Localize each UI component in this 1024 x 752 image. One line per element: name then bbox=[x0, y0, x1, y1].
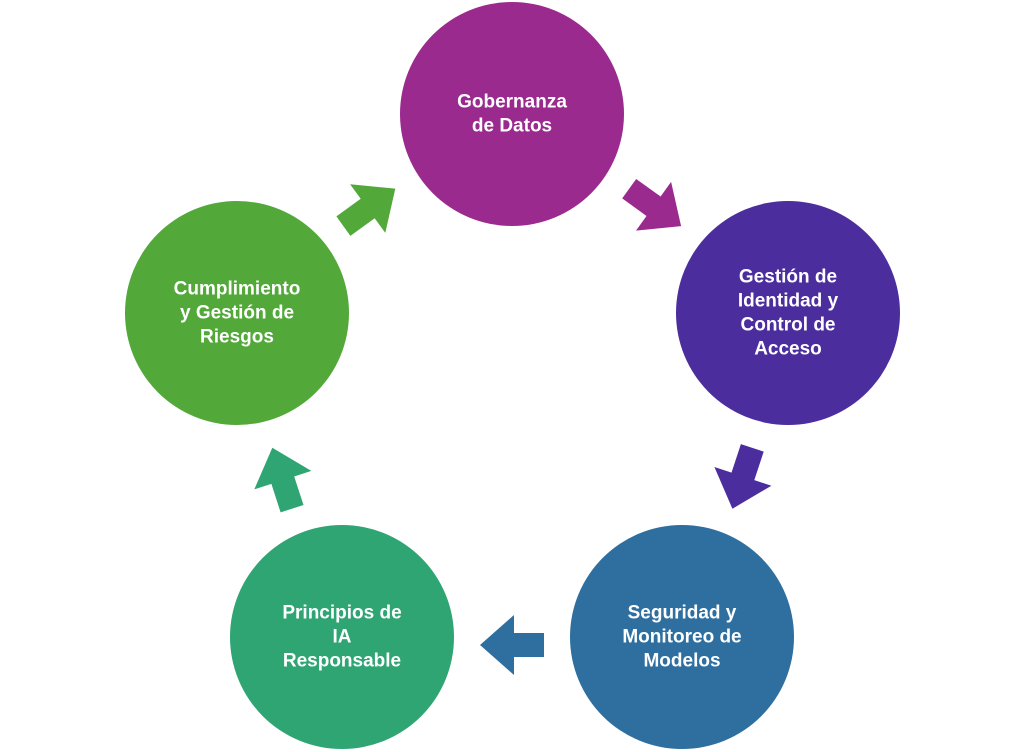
node-label-seguridad: Seguridad y bbox=[628, 603, 737, 624]
node-label-principios: IA bbox=[333, 627, 352, 648]
node-principios: Principios de IA Responsable bbox=[230, 525, 454, 749]
node-label-cumplimiento: Riesgos bbox=[200, 327, 274, 348]
node-circle-principios bbox=[230, 525, 454, 749]
node-label-principios: Responsable bbox=[283, 651, 401, 672]
node-label-identidad: Gestión de bbox=[739, 267, 837, 288]
node-gobernanza: Gobernanza de Datos bbox=[400, 2, 624, 226]
node-label-principios: Principios de bbox=[282, 603, 401, 624]
arrow-icon-cumplimiento-to-gobernanza bbox=[336, 184, 396, 236]
arrow-icon-gobernanza-to-identidad bbox=[622, 179, 682, 231]
node-label-seguridad: Monitoreo de bbox=[622, 627, 741, 648]
node-identidad: Gestión de Identidad y Control de Acceso bbox=[676, 201, 900, 425]
node-cumplimiento: Cumplimiento y Gestión de Riesgos bbox=[125, 201, 349, 425]
arrow-icon-identidad-to-seguridad bbox=[714, 444, 772, 509]
node-label-cumplimiento: Cumplimiento bbox=[174, 279, 301, 300]
node-circle-cumplimiento bbox=[125, 201, 349, 425]
node-label-identidad: Control de bbox=[741, 315, 836, 336]
node-circle-identidad bbox=[676, 201, 900, 425]
node-label-seguridad: Modelos bbox=[643, 651, 720, 672]
node-label-identidad: Identidad y bbox=[738, 291, 839, 312]
node-circle-seguridad bbox=[570, 525, 794, 749]
arrow-icon-principios-to-cumplimiento bbox=[254, 447, 312, 513]
node-label-identidad: Acceso bbox=[754, 339, 822, 360]
node-label-gobernanza: de Datos bbox=[472, 116, 552, 137]
node-label-cumplimiento: y Gestión de bbox=[180, 303, 294, 324]
arrow-icon-seguridad-to-principios bbox=[480, 615, 544, 675]
node-label-gobernanza: Gobernanza bbox=[457, 92, 567, 113]
node-seguridad: Seguridad y Monitoreo de Modelos bbox=[570, 525, 794, 749]
node-circle-gobernanza bbox=[400, 2, 624, 226]
